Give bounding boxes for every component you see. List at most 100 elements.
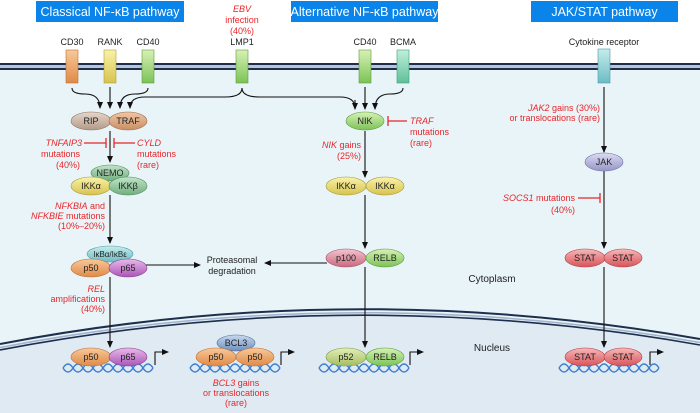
protein-ikb: IκBα/IκBε [86,245,134,263]
protein-traf: TRAF [108,111,148,131]
svg-text:STAT: STAT [574,352,596,362]
svg-text:TNFAIP3: TNFAIP3 [46,138,82,148]
svg-text:p65: p65 [120,263,135,273]
receptor-cd40 [141,49,155,84]
protein-ikka: IKKα [70,176,112,196]
protein-p100: p100 [325,248,367,268]
svg-text:amplifications: amplifications [50,294,105,304]
annotation-rel: REL amplifications (40%) [50,284,105,314]
svg-text:p50: p50 [247,352,262,362]
receptor-cd40-alt [358,49,372,84]
svg-text:JAK: JAK [596,157,613,167]
svg-text:(rare): (rare) [225,398,247,408]
signal-arrows [71,87,607,348]
receptor-lmp1 [235,49,249,84]
svg-text:IKKβ: IKKβ [118,181,138,191]
annotation-traf: TRAF mutations (rare) [410,116,450,148]
svg-text:NFKBIE mutations: NFKBIE mutations [31,211,106,221]
svg-text:or translocations: or translocations [203,388,270,398]
ebv-line1: EBV [233,4,252,14]
svg-text:NFKBIA and: NFKBIA and [55,201,105,211]
annotation-bcl3: BCL3 gains or translocations (rare) [203,378,270,408]
annotation-jak2: JAK2 gains (30%) or translocations (rare… [509,103,600,123]
ebv-line3: (40%) [230,26,254,36]
protein-ikkb: IKKβ [108,176,148,196]
header-classical-label: Classical NF-κB pathway [41,5,181,19]
annotation-cyld: CYLD mutations (rare) [137,138,177,170]
protein-ikka-alt-1: IKKα [325,176,367,196]
plasma-membrane [0,63,700,70]
svg-text:(40%): (40%) [56,160,80,170]
receptor-rank [103,49,117,84]
protein-nemo: NEMO [90,164,130,182]
receptor-bcma [396,49,410,84]
nuclear-p50: p50 [70,347,112,367]
svg-text:(rare): (rare) [137,160,159,170]
nuclear-p50-bcl3-2: p50 [235,347,275,367]
proteasomal-degradation-line2: degradation [208,266,256,276]
transcription-start-arrows [154,349,664,365]
protein-p65: p65 [108,258,148,278]
nuclear-p50-bcl3-1: p50 [195,347,237,367]
svg-text:RELB: RELB [373,253,397,263]
svg-text:STAT: STAT [574,253,596,263]
svg-text:or translocations (rare): or translocations (rare) [509,113,600,123]
svg-text:SOCS1 mutations: SOCS1 mutations [503,193,576,203]
svg-text:(10%–20%): (10%–20%) [58,221,105,231]
protein-jak: JAK [584,152,624,172]
nuclear-bcl3: BCL3 [216,334,256,352]
protein-nik: NIK [345,111,385,131]
svg-text:p100: p100 [336,253,356,263]
svg-text:TRAF: TRAF [410,116,434,126]
receptor-label-cytokine: Cytokine receptor [569,37,640,47]
receptor-label-bcma: BCMA [390,37,416,47]
protein-p50: p50 [70,258,112,278]
nuclear-stat-2: STAT [603,347,643,367]
svg-text:(25%): (25%) [337,151,361,161]
svg-text:p50: p50 [83,352,98,362]
inhibition-marks [84,116,601,203]
svg-text:p50: p50 [208,352,223,362]
nucleus-label: Nucleus [474,343,510,354]
annotation-nik: NIK gains (25%) [322,140,362,161]
svg-text:NIK: NIK [357,116,372,126]
svg-text:RIP: RIP [83,116,98,126]
ebv-line2: infection [225,15,259,25]
proteasomal-degradation-line1: Proteasomal [207,255,258,265]
svg-text:BCL3: BCL3 [225,338,248,348]
annotation-tnfaip3: TNFAIP3 mutations (40%) [41,138,82,170]
svg-text:NIK gains: NIK gains [322,140,362,150]
receptor-cd30 [65,49,79,84]
receptor-cytokine [597,48,611,84]
svg-text:CYLD: CYLD [137,138,162,148]
header-alternative: Alternative NF-κB pathway [291,1,440,22]
svg-text:mutations: mutations [137,149,177,159]
annotation-socs1: SOCS1 mutations (40%) [503,193,576,215]
svg-text:(rare): (rare) [410,138,432,148]
svg-text:STAT: STAT [612,352,634,362]
svg-text:(40%): (40%) [551,205,575,215]
receptor-label-cd30: CD30 [60,37,83,47]
header-jakstat: JAK/STAT pathway [531,1,678,22]
ebv-annotation: EBV infection (40%) [225,4,259,36]
svg-text:IKKα: IKKα [81,181,101,191]
nuclear-relb: RELB [365,347,405,367]
header-alternative-label: Alternative NF-κB pathway [291,5,440,19]
svg-text:STAT: STAT [612,253,634,263]
svg-text:RELB: RELB [373,352,397,362]
svg-text:(40%): (40%) [81,304,105,314]
annotation-nfkbia: NFKBIA and NFKBIE mutations (10%–20%) [31,201,106,231]
svg-text:IκBα/IκBε: IκBα/IκBε [93,250,127,259]
receptor-label-lmp1: LMP1 [230,37,254,47]
cytoplasm-label: Cytoplasm [468,274,515,285]
svg-text:IKKα: IKKα [336,181,356,191]
receptor-label-cd40: CD40 [136,37,159,47]
svg-text:JAK2 gains (30%): JAK2 gains (30%) [527,103,600,113]
protein-ikka-alt-2: IKKα [365,176,405,196]
protein-rip: RIP [70,111,112,131]
svg-text:BCL3 gains: BCL3 gains [213,378,260,388]
nuclear-p52: p52 [325,347,367,367]
svg-text:p65: p65 [120,352,135,362]
header-jakstat-label: JAK/STAT pathway [551,5,658,19]
nuclear-p65: p65 [108,347,148,367]
